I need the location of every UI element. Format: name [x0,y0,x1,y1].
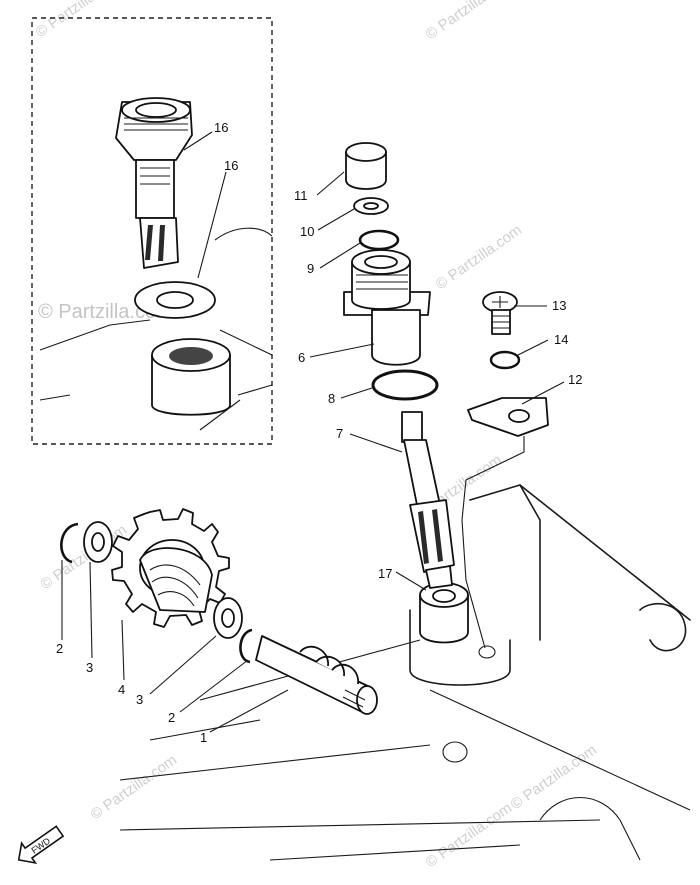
callout-7: 7 [336,426,343,441]
part-14-lock-washer [489,350,521,370]
watermark: © Partzilla.com [88,751,181,823]
callout-12: 12 [568,372,582,387]
part-3-washer-front [83,521,113,563]
part-8-o-ring [371,369,439,401]
callout-10: 10 [300,224,314,239]
fwd-arrow: FWD [17,825,65,864]
callout-8: 8 [328,391,335,406]
watermark: © Partzilla.com [423,799,516,871]
part-16-drive-gear-assembly [115,97,193,269]
part-17-bushing [419,582,469,644]
part-7-driven-shaft [401,411,455,589]
callout-3-rear: 3 [136,692,143,707]
callout-17: 17 [378,566,392,581]
part-12-plate [467,397,549,437]
callout-15: 16 [224,158,238,173]
part-6-sleeve-housing [343,249,431,366]
part-13-screw [482,291,518,335]
watermark: © Partzilla.com [433,221,526,293]
inset-frame [31,17,273,445]
watermark: © Partzilla.com [33,0,126,41]
callout-13: 13 [552,298,566,313]
part-1-worm-shaft [255,635,378,715]
callout-4: 4 [118,682,125,697]
part-3-washer-rear [213,597,243,639]
watermark: © Partzilla.com [508,741,601,813]
callout-2-front: 2 [56,641,63,656]
part-2-circlip-rear [239,628,253,664]
callout-labels: 16 16 11 10 9 6 8 7 17 13 14 12 2 3 4 3 … [56,120,582,745]
part-10-washer [353,197,389,215]
watermark: © Partzilla.com [38,521,131,593]
callout-3-front: 3 [86,660,93,675]
part-9-o-ring [358,229,400,251]
callout-2-rear: 2 [168,710,175,725]
part-11-cap [345,142,387,190]
inset-housing [39,227,273,431]
callout-11: 11 [294,188,308,203]
callout-1: 1 [200,730,207,745]
part-4-gear [111,508,230,628]
leader-lines [61,131,565,733]
engine-case [119,484,691,861]
callout-9: 9 [307,261,314,276]
callout-16: 16 [214,120,228,135]
callout-6: 6 [298,350,305,365]
inset-boss [151,338,231,416]
part-15-washer [134,281,216,319]
part-2-circlip-front [60,522,79,564]
watermark: © Partzilla.com [423,0,516,43]
callout-14: 14 [554,332,568,347]
